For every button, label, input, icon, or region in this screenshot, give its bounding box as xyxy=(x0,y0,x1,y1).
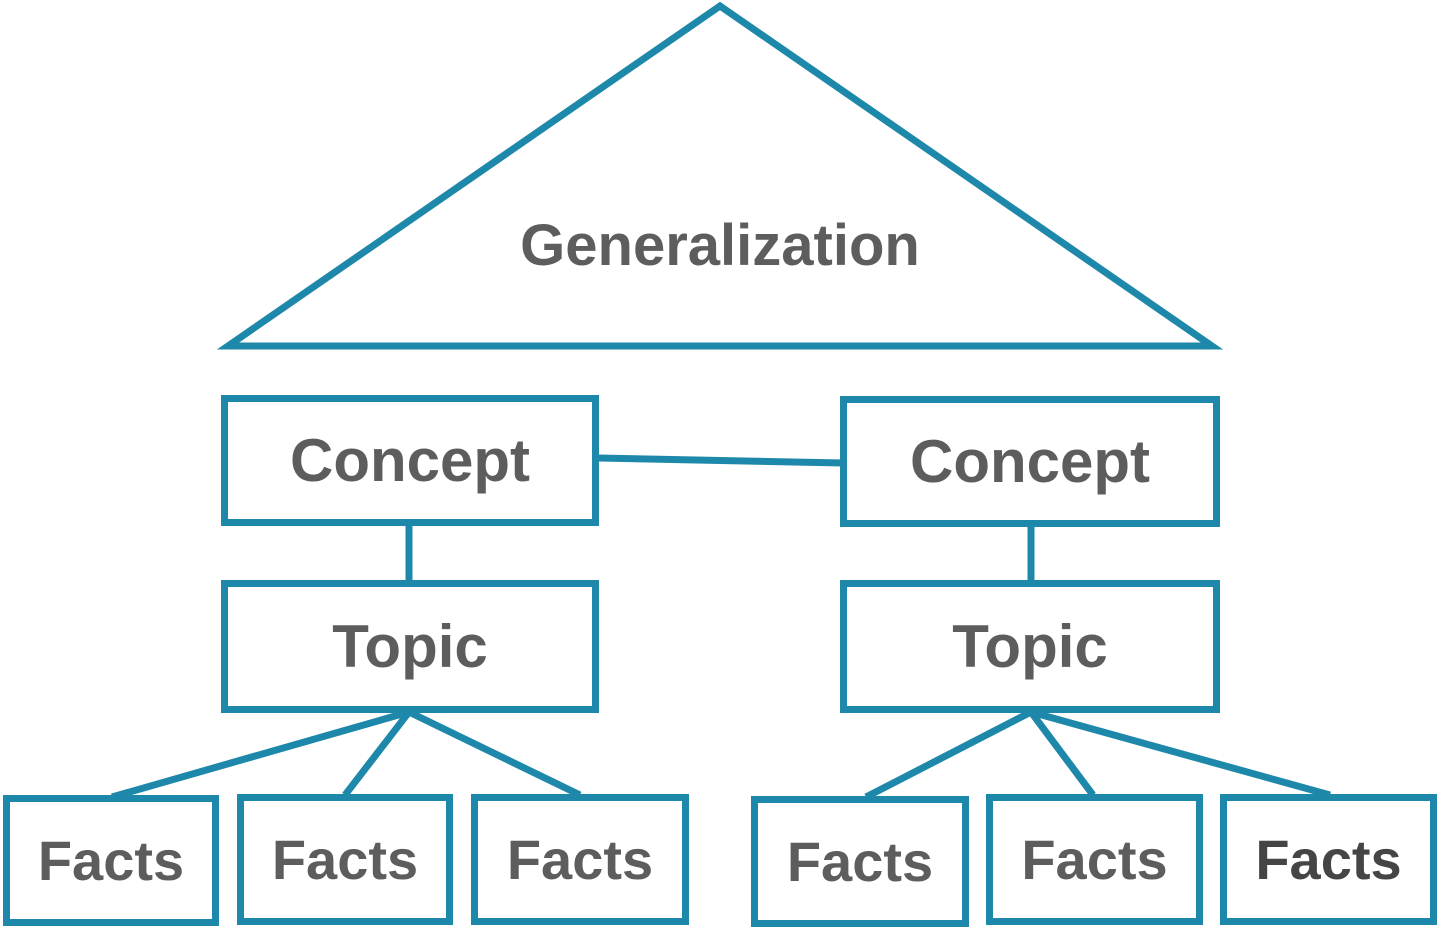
right-topic-to-facts-1-link xyxy=(864,708,1033,801)
left-topic-to-facts-2-link xyxy=(342,709,412,798)
right-topic-to-facts-2-link xyxy=(1028,709,1096,798)
left-facts-box-2: Facts xyxy=(237,794,453,925)
right-facts-box-1: Facts xyxy=(751,796,969,927)
right-concept-box: Concept xyxy=(840,396,1220,527)
left-topic-to-facts-3-link xyxy=(407,708,582,799)
left-topic-box: Topic xyxy=(221,580,599,713)
right-topic-to-facts-3-link xyxy=(1030,708,1331,799)
concept-to-concept-link xyxy=(597,454,844,467)
left-topic-to-facts-1-link xyxy=(111,708,410,801)
left-facts-box-3: Facts xyxy=(471,794,689,925)
right-facts-box-2: Facts xyxy=(986,794,1203,925)
left-concept-box: Concept xyxy=(221,395,599,526)
left-facts-box-1: Facts xyxy=(3,795,219,926)
generalization-label: Generalization xyxy=(520,212,920,278)
generalization-triangle xyxy=(216,1,1224,350)
right-facts-box-3: Facts xyxy=(1220,794,1437,925)
right-topic-box: Topic xyxy=(840,580,1220,713)
